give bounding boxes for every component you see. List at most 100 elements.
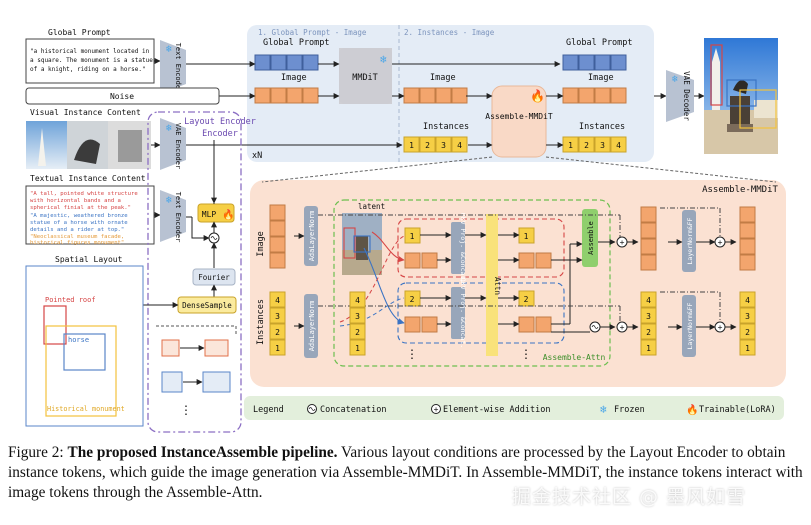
detail-image-tokens-in (269, 204, 286, 269)
token-number: 1 (275, 344, 280, 353)
dense-sample-label: DenseSample (182, 301, 232, 310)
token-number: 4 (355, 296, 360, 305)
global-prompt-line: "a historical monument located in (30, 48, 150, 55)
token-number: 3 (745, 312, 750, 321)
qkv-label-red: QKV Proj. &Concat. (459, 213, 467, 283)
token-number: 2 (275, 328, 280, 337)
more-dots: ⋮ (180, 403, 192, 417)
textual-line-orange: historical figures monument" (30, 240, 124, 246)
textual-instance-box (25, 185, 155, 245)
add-glyph: + (434, 405, 439, 414)
token-number: 2 (584, 141, 589, 150)
latent-label: latent (358, 202, 385, 211)
prompt-token (254, 54, 271, 71)
detail-dots: ⋮ (406, 347, 418, 361)
token-number: 4 (275, 296, 280, 305)
instance-token (349, 339, 366, 356)
token-number: 1 (646, 344, 651, 353)
layout-box-monument (45, 325, 117, 417)
stage2-label: 2. Instances - Image (404, 28, 495, 37)
concat-glyph (308, 407, 316, 411)
img-token (421, 252, 438, 269)
image-token (640, 254, 657, 271)
blue-routing-curve (363, 247, 405, 325)
spatial-layout-canvas (25, 265, 144, 427)
image-token (739, 254, 756, 271)
global-prompt-tokens-in (254, 54, 319, 71)
image-token (269, 220, 286, 237)
legend-bar (244, 396, 784, 420)
image-token (594, 87, 611, 104)
legend-snowflake-icon: ❄ (600, 403, 607, 416)
assemble-mmdit-title: Assemble-MMDiT (702, 185, 778, 195)
qkv-proj-blue (451, 287, 465, 339)
text-encoder-1 (160, 40, 186, 94)
instance-token (349, 307, 366, 324)
detail-instance-tokens-in: 4 3 2 1 (269, 291, 286, 356)
sample-region-red-2 (204, 339, 229, 357)
layernorm-ff-image (682, 210, 696, 272)
flame-icon: 🔥 (222, 208, 234, 221)
layernorm-ff-instance-label: LayerNorm&FF (686, 302, 694, 349)
mlp-label: MLP (202, 210, 217, 219)
image-token (269, 236, 286, 253)
snowflake-icon: ❄ (166, 44, 173, 55)
noise-label: Noise (110, 92, 134, 101)
instance-token (349, 323, 366, 340)
stage1-label: 1. Global Prompt - Image (258, 28, 367, 37)
caption-prefix: Figure 2: (8, 444, 68, 461)
image-tokens-mid (403, 87, 468, 104)
layout-box-label-roof: Pointed roof (45, 296, 96, 304)
adaln-image-label: AdaLayerNorm (308, 211, 316, 262)
img-token (535, 316, 552, 333)
instance-group-blue (397, 282, 565, 344)
image-token (254, 87, 271, 104)
attn-bar (486, 214, 498, 356)
textual-line-blue: details and a rider at top." (30, 227, 124, 233)
caption-body: Various layout conditions are processed … (8, 444, 803, 501)
prompt-token (302, 54, 319, 71)
image-tokens-out (562, 87, 627, 104)
instance-token (594, 136, 611, 153)
attn-label: Attn (493, 277, 502, 295)
snowflake-icon: ❄ (672, 74, 679, 85)
instance-token (610, 136, 627, 153)
image-token (640, 222, 657, 239)
inst-token-num: 2 (524, 295, 529, 304)
image-token (739, 222, 756, 239)
prompt-token (610, 54, 627, 71)
mmdit-label: MMDiT (352, 73, 378, 83)
add-glyph: + (620, 238, 625, 247)
qkv-proj-red (451, 222, 465, 274)
layout-encoder-title-2: Encoder (202, 129, 238, 139)
latent-image (342, 213, 382, 275)
token-number: 4 (457, 141, 462, 150)
image-token (610, 87, 627, 104)
legend-frozen: Frozen (614, 405, 645, 415)
legend-concat: Concatenation (320, 405, 387, 415)
instance-token (269, 339, 286, 356)
token-number: 3 (355, 312, 360, 321)
global-prompt-tokens-out (562, 54, 627, 71)
global-prompt-title: Global Prompt (48, 28, 111, 37)
snowflake-icon: ❄ (380, 53, 387, 66)
token-number: 4 (745, 296, 750, 305)
text-encoder-2 (160, 190, 186, 242)
token-number: 4 (646, 296, 651, 305)
token-number: 3 (275, 312, 280, 321)
instance-token (640, 323, 657, 340)
token-number: 3 (646, 312, 651, 321)
image-token (302, 87, 319, 104)
layout-box-label-horse: horse (68, 336, 89, 344)
red-dashed-curve (339, 235, 405, 323)
token-number: 2 (425, 141, 430, 150)
global-prompt-line: of a knight, riding on a horse." (30, 66, 146, 73)
image-token (286, 87, 303, 104)
prompt-token (562, 54, 579, 71)
legend-trainable: Trainable(LoRA) (699, 405, 776, 415)
instance-token (419, 136, 436, 153)
image-token (435, 87, 452, 104)
token-number: 2 (646, 328, 651, 337)
